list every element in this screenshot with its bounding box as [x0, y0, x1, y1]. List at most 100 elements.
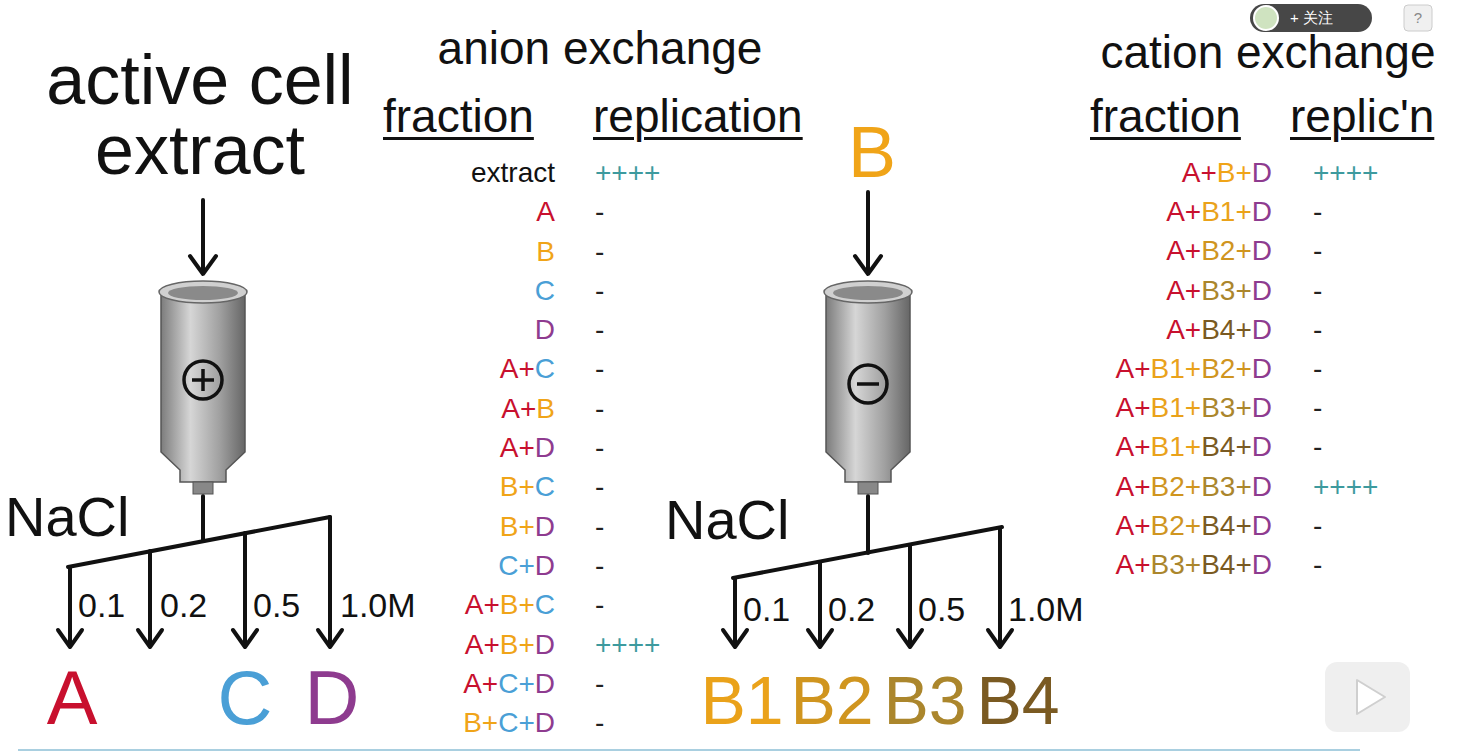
play-icon — [1357, 680, 1385, 714]
text-part: D — [1252, 431, 1272, 462]
fraction-cell: A+B2+D — [1166, 235, 1272, 267]
text-part: B — [536, 236, 555, 267]
fraction-cell: A+B1+D — [1166, 196, 1272, 228]
play-button — [1325, 662, 1410, 732]
column-heading: replic'n — [1290, 90, 1434, 143]
fraction-cell: A+B+D — [1182, 157, 1272, 189]
text-part: C+ — [498, 707, 535, 738]
fraction-cell: A+B2+B4+D — [1116, 510, 1272, 542]
text-part: D — [535, 550, 555, 581]
replication-cell: - — [595, 550, 604, 582]
text-part: D — [1252, 196, 1272, 227]
text-part: B3+ — [1201, 275, 1252, 306]
column-rim — [159, 281, 247, 303]
text-part: C — [535, 275, 555, 306]
replication-cell: - — [595, 275, 604, 307]
fraction-cell: A+B+C — [465, 589, 555, 621]
text-part: D — [1252, 471, 1272, 502]
fraction-cell: B+D — [500, 511, 555, 543]
flow-arrow — [818, 562, 822, 645]
replication-cell: - — [595, 589, 604, 621]
replication-cell: - — [595, 432, 604, 464]
fraction-cell: A — [536, 196, 555, 228]
flow-arrow — [243, 533, 247, 645]
concentration-label: 0.1 — [78, 586, 125, 625]
text-part: B3 — [883, 662, 966, 738]
text-part: C — [535, 353, 555, 384]
text-part: B+ — [463, 707, 498, 738]
anion-column — [159, 281, 247, 494]
text-part: A+ — [1166, 235, 1201, 266]
replication-cell: - — [1313, 510, 1322, 542]
concentration-label: 0.1 — [743, 590, 790, 629]
text-part: A+ — [1116, 510, 1151, 541]
replication-cell: - — [595, 236, 604, 268]
replication-cell: ++++ — [1313, 157, 1378, 189]
text-part: D — [1252, 392, 1272, 423]
text-part: extract — [471, 157, 555, 188]
replication-cell: - — [595, 196, 604, 228]
fraction-cell: A+B1+B3+D — [1116, 392, 1272, 424]
fraction-cell: A+B1+B2+D — [1116, 353, 1272, 385]
text-part: D — [1252, 235, 1272, 266]
text-part: B3+ — [1201, 471, 1252, 502]
replication-cell: - — [1313, 353, 1322, 385]
fraction-letter: B2 — [790, 661, 873, 739]
text-part: D — [1252, 353, 1272, 384]
fraction-cell: B — [536, 236, 555, 268]
column-body — [826, 292, 910, 482]
fraction-cell: A+C+D — [463, 668, 555, 700]
section-heading: cation exchange — [1100, 26, 1435, 79]
text-part: D — [535, 432, 555, 463]
text-part: C — [218, 655, 273, 740]
text-part: B — [848, 112, 896, 192]
text-part: B+ — [500, 589, 535, 620]
text-part: A+ — [500, 432, 535, 463]
cation-column — [824, 281, 912, 494]
text-part: B+ — [500, 471, 535, 502]
progress-line — [18, 749, 1360, 751]
text-part: B4+ — [1201, 549, 1252, 580]
arrow-head — [138, 630, 162, 647]
outlet-line — [201, 496, 205, 541]
replication-cell: - — [1313, 196, 1322, 228]
text-part: C+ — [498, 550, 535, 581]
text-part: B3+ — [1201, 392, 1252, 423]
text-part: B1+ — [1201, 196, 1252, 227]
replication-cell: - — [595, 353, 604, 385]
concentration-label: 0.5 — [918, 590, 965, 629]
text-part: B+ — [1217, 157, 1252, 188]
arrow-head — [190, 256, 216, 274]
fraction-cell: C+D — [498, 550, 555, 582]
arrow-head — [318, 630, 342, 647]
replication-cell: ++++ — [1313, 471, 1378, 503]
replication-cell: - — [1313, 314, 1322, 346]
replication-cell: - — [1313, 431, 1322, 463]
concentration-label: 1.0M — [340, 586, 416, 625]
salt-label: NaCl — [665, 488, 789, 552]
text-part: D — [535, 314, 555, 345]
text-part: B4+ — [1201, 431, 1252, 462]
text-part: C — [535, 589, 555, 620]
text-part: B2+ — [1151, 510, 1202, 541]
column-heading: fraction — [1090, 90, 1241, 143]
replication-cell: - — [595, 471, 604, 503]
text-part: B3+ — [1151, 549, 1202, 580]
flow-arrow — [328, 517, 332, 645]
column-opening — [833, 286, 903, 300]
column-heading: fraction — [383, 90, 534, 143]
text-part: C — [535, 471, 555, 502]
concentration-label: 1.0M — [1008, 590, 1084, 629]
text-part: B4+ — [1201, 510, 1252, 541]
replication-cell: - — [1313, 235, 1322, 267]
text-part: B4+ — [1201, 314, 1252, 345]
outlet-line — [866, 496, 870, 553]
text-part: B+ — [500, 511, 535, 542]
help-label: ? — [1414, 9, 1422, 26]
arrow-head — [723, 630, 747, 647]
text-part: A+ — [1166, 275, 1201, 306]
column-heading: replication — [593, 90, 803, 143]
replication-cell: - — [1313, 275, 1322, 307]
fraction-letter: A — [47, 654, 98, 741]
charge-symbol — [857, 382, 879, 386]
